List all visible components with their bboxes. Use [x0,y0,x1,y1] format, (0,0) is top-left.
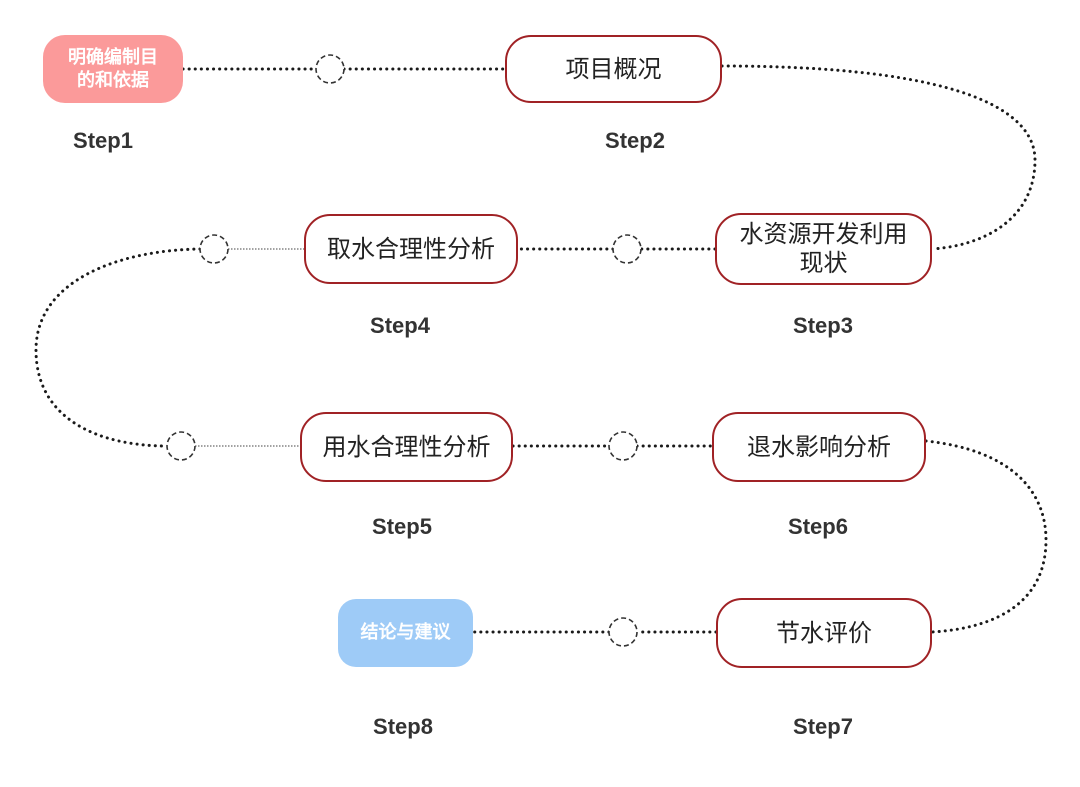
node-step5: 用水合理性分析 [300,412,513,482]
step-label-1: Step1 [73,128,133,153]
junction-marker [608,617,638,647]
step-label-8: Step8 [373,714,433,739]
node-step8: 结论与建议 [338,599,473,667]
node-step1: 明确编制目 的和依据 [43,35,183,103]
step-label-5: Step5 [372,514,432,539]
step-label-3: Step3 [793,313,853,338]
node-step3: 水资源开发利用 现状 [715,213,932,285]
edge-n2-n3 [720,64,1037,251]
junction-marker [199,234,229,264]
node-step4: 取水合理性分析 [304,214,518,284]
step-label-4: Step4 [370,313,430,338]
junction-marker [166,431,196,461]
node-step2: 项目概况 [505,35,722,103]
edge-n4-n5-curve [34,247,202,448]
edge-n6-n7 [924,439,1048,634]
step-label-6: Step6 [788,514,848,539]
junction-marker [612,234,642,264]
node-step7: 节水评价 [716,598,932,668]
node-step6: 退水影响分析 [712,412,926,482]
junction-marker [315,54,345,84]
junction-marker [608,431,638,461]
step-label-2: Step2 [605,128,665,153]
step-label-7: Step7 [793,714,853,739]
